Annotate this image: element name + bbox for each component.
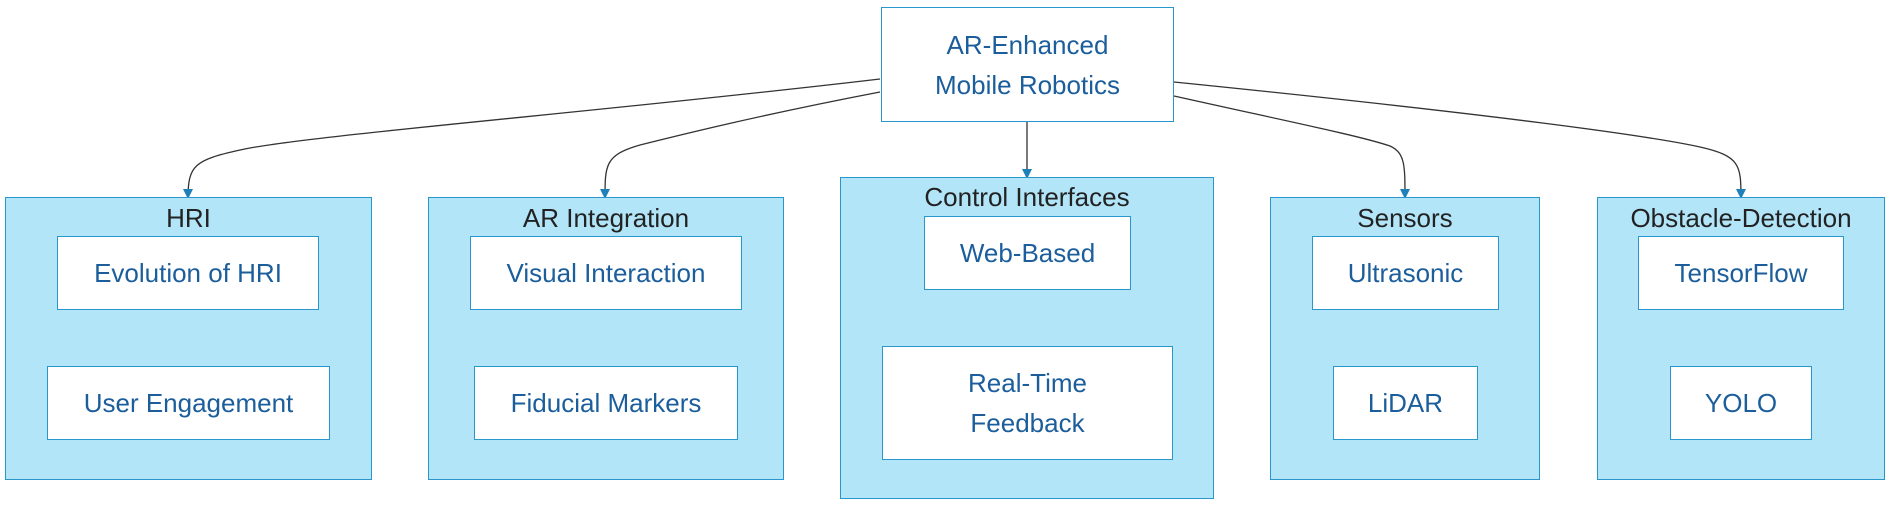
root-node-line1: AR-Enhanced [946, 29, 1109, 60]
node-fiducial-markers: Fiducial Markers [474, 366, 738, 440]
group-sensors-title: Sensors [1357, 203, 1453, 233]
node-lidar: LiDAR [1333, 366, 1478, 440]
node-fiducial-markers-label: Fiducial Markers [510, 388, 702, 418]
node-ultrasonic-label: Ultrasonic [1347, 258, 1464, 288]
edge-root-to-ar-integration [600, 91, 881, 199]
node-visual-interaction: Visual Interaction [470, 236, 742, 310]
edge-root-to-hri [183, 78, 881, 199]
group-hri-title: HRI [166, 203, 211, 233]
node-user-engagement: User Engagement [47, 366, 330, 440]
root-node: AR-Enhanced Mobile Robotics [881, 7, 1174, 122]
node-yolo: YOLO [1670, 366, 1812, 440]
node-tensorflow-label: TensorFlow [1674, 258, 1808, 288]
node-visual-interaction-label: Visual Interaction [506, 258, 706, 288]
node-web-based-label: Web-Based [959, 238, 1096, 268]
node-yolo-label: YOLO [1704, 388, 1778, 418]
root-node-line2: Mobile Robotics [935, 69, 1120, 100]
node-evolution-of-hri: Evolution of HRI [57, 236, 319, 310]
node-real-time-feedback-line2: Feedback [970, 408, 1085, 438]
node-ultrasonic: Ultrasonic [1312, 236, 1499, 310]
node-user-engagement-label: User Engagement [83, 388, 294, 418]
group-ar-integration-title: AR Integration [522, 203, 690, 233]
edge-root-to-obstacle-detection [1173, 81, 1746, 199]
group-control-interfaces-title: Control Interfaces [924, 182, 1130, 212]
group-obstacle-detection-title: Obstacle-Detection [1630, 203, 1852, 233]
node-real-time-feedback-line1: Real-Time [968, 368, 1087, 398]
edge-root-to-sensors [1173, 95, 1410, 199]
node-evolution-of-hri-label: Evolution of HRI [94, 258, 282, 288]
node-tensorflow: TensorFlow [1638, 236, 1844, 310]
node-web-based: Web-Based [924, 216, 1131, 290]
node-real-time-feedback: Real-Time Feedback [882, 346, 1173, 460]
node-lidar-label: LiDAR [1367, 388, 1444, 418]
